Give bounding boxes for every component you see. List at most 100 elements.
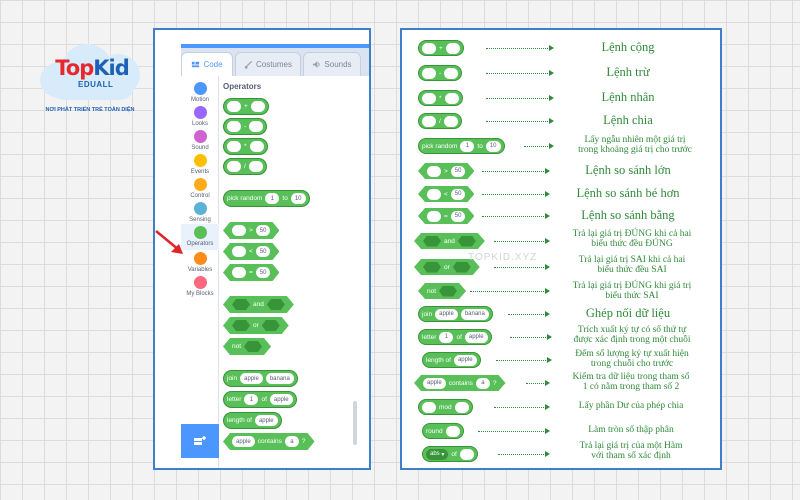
arrow-connector [524,142,554,149]
less-than-block[interactable]: <50 [223,243,279,260]
arrow-connector [482,190,550,197]
arrow-connector [486,117,554,124]
logo-slogan: NƠI PHÁT TRIỂN TRẺ TOÀN DIỆN [45,107,135,113]
and-block[interactable]: and [223,296,294,313]
palette-scrollbar[interactable] [353,401,357,445]
arrow-connector [510,333,552,340]
add-block[interactable]: + [223,98,269,115]
logo-subtitle: EDUALL [78,80,114,89]
category-list: Motion Looks Sound Events Control Sensin… [181,76,219,468]
arrow-connector [494,237,550,244]
tab-code[interactable]: Code [181,52,233,76]
arrow-connector [486,94,554,101]
subtract-block[interactable]: - [223,118,268,135]
category-motion[interactable]: Motion [181,82,219,103]
desc-mod: Lấy phần Dư của phép chia [578,401,684,411]
arrow-connector [496,356,552,363]
category-my-blocks[interactable]: My Blocks [181,276,219,297]
arrow-connector [470,287,550,294]
greater-than-block[interactable]: >50 [223,222,279,239]
desc-join: Ghép nối dữ liệu [585,306,671,320]
red-arrow-icon [155,230,183,254]
menu-bar [181,44,369,48]
brush-icon [244,60,253,69]
ref-abs-of-block: abs ▾of [422,446,478,462]
category-sound[interactable]: Sound [181,130,219,151]
ref-add-block: + [418,40,464,56]
arrow-connector [482,212,550,219]
category-events[interactable]: Events [181,154,219,175]
arrow-connector [526,379,550,386]
arrow-connector [486,69,554,76]
arrow-connector [508,310,550,317]
ref-multiply-block: * [418,90,463,106]
desc-equals: Lệnh so sánh bằng [581,208,675,222]
category-variables[interactable]: Variables [181,252,219,273]
tab-sounds[interactable]: Sounds [303,52,361,76]
desc-less-than: Lệnh so sánh bé hơn [576,186,680,200]
ref-equals-block: =50 [418,208,474,224]
ref-and-block: and [414,233,485,249]
cloud-shape [40,44,140,100]
ref-not-block: not [418,283,466,299]
ref-greater-than-block: >50 [418,163,474,179]
desc-greater-than: Lệnh so sánh lớn [585,163,671,177]
arrow-connector [498,450,550,457]
desc-divide: Lệnh chia [603,113,653,127]
watermark: TOPKID.XYZ [468,252,538,263]
divide-block[interactable]: / [223,158,267,175]
ref-subtract-block: - [418,65,463,81]
ref-mod-block: mod [418,399,473,415]
editor-tabs: Code Costumes Sounds [181,48,369,76]
equals-block[interactable]: =50 [223,264,279,281]
ref-less-than-block: <50 [418,186,474,202]
desc-add: Lệnh cộng [601,40,655,54]
arrow-connector [494,403,550,410]
desc-subtract: Lệnh trừ [606,65,650,79]
category-control[interactable]: Control [181,178,219,199]
ref-round-block: round [422,423,464,439]
desc-round: Làm tròn số thập phân [588,425,674,435]
desc-multiply: Lệnh nhân [601,90,655,104]
palette-title: Operators [223,82,262,91]
multiply-block[interactable]: * [223,138,268,155]
ref-divide-block: / [418,113,462,129]
or-block[interactable]: or [223,317,289,334]
arrow-connector [486,44,554,51]
speaker-icon [313,60,321,69]
arrow-connector [478,427,550,434]
add-extension-button[interactable] [181,424,219,458]
arrow-connector [494,263,550,270]
extension-icon [194,436,206,445]
category-looks[interactable]: Looks [181,106,219,127]
arrow-connector [482,167,550,174]
category-sensing[interactable]: Sensing [181,202,219,223]
topkid-logo: TopKid EDUALL NƠI PHÁT TRIỂN TRẺ TOÀN DI… [34,40,146,122]
code-icon [192,61,200,68]
ref-or-block: or [414,259,480,275]
not-block[interactable]: not [223,338,271,355]
scratch-editor: Code Costumes Sounds Motion Looks Sound … [153,28,371,470]
category-operators[interactable]: Operators [181,224,219,250]
tab-costumes[interactable]: Costumes [235,52,301,76]
logo-wordmark: TopKid [55,56,130,80]
